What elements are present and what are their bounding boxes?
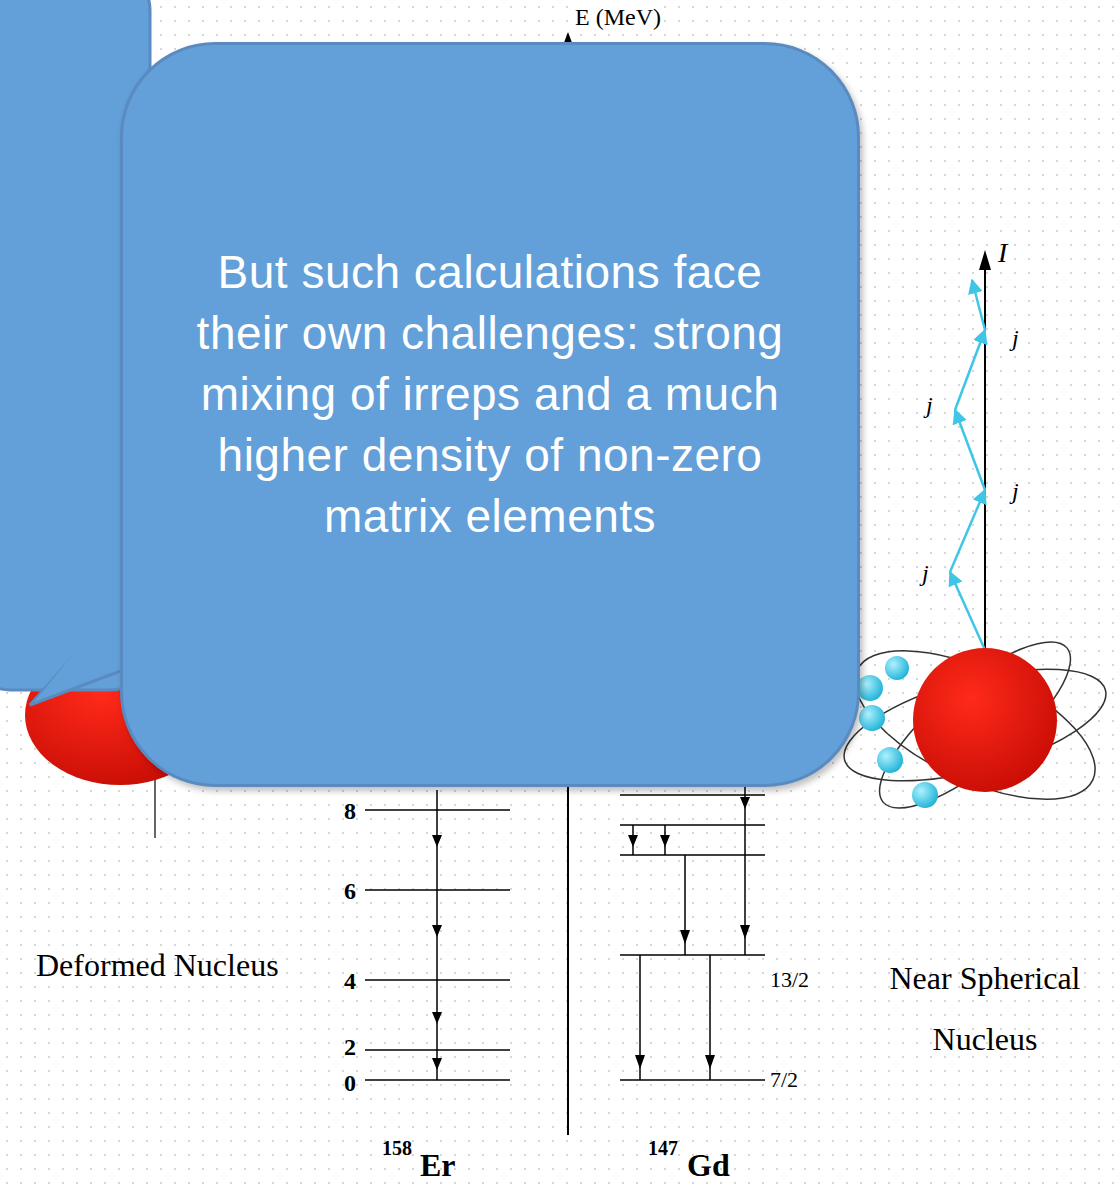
- spin-value: 6: [344, 878, 356, 904]
- spin-value: 13/2: [770, 968, 809, 992]
- callout-bubble: But such calculations face their own cha…: [120, 42, 860, 787]
- axis-label: E (MeV): [572, 4, 664, 30]
- mass-number: 147: [648, 1137, 678, 1159]
- axis-symbol: I: [998, 238, 1007, 269]
- callout-text: But such calculations face their own cha…: [190, 242, 790, 547]
- nucleus-caption: Deformed Nucleus: [36, 948, 279, 983]
- element-symbol: Gd: [687, 1148, 730, 1183]
- vector-label: j: [922, 560, 929, 586]
- spin-value: 8: [344, 798, 356, 824]
- vector-label: j: [1012, 478, 1019, 504]
- spin-value: 0: [344, 1070, 356, 1096]
- spin-value: 2: [344, 1034, 356, 1060]
- vector-label: j: [1012, 325, 1019, 351]
- element-symbol: Er: [420, 1148, 456, 1183]
- spin-value: 7/2: [770, 1068, 798, 1092]
- spin-value: 4: [344, 968, 356, 994]
- mass-number: 158: [382, 1137, 412, 1159]
- nucleus-caption: Near Spherical Nucleus: [860, 948, 1110, 1070]
- vector-label: j: [926, 392, 933, 418]
